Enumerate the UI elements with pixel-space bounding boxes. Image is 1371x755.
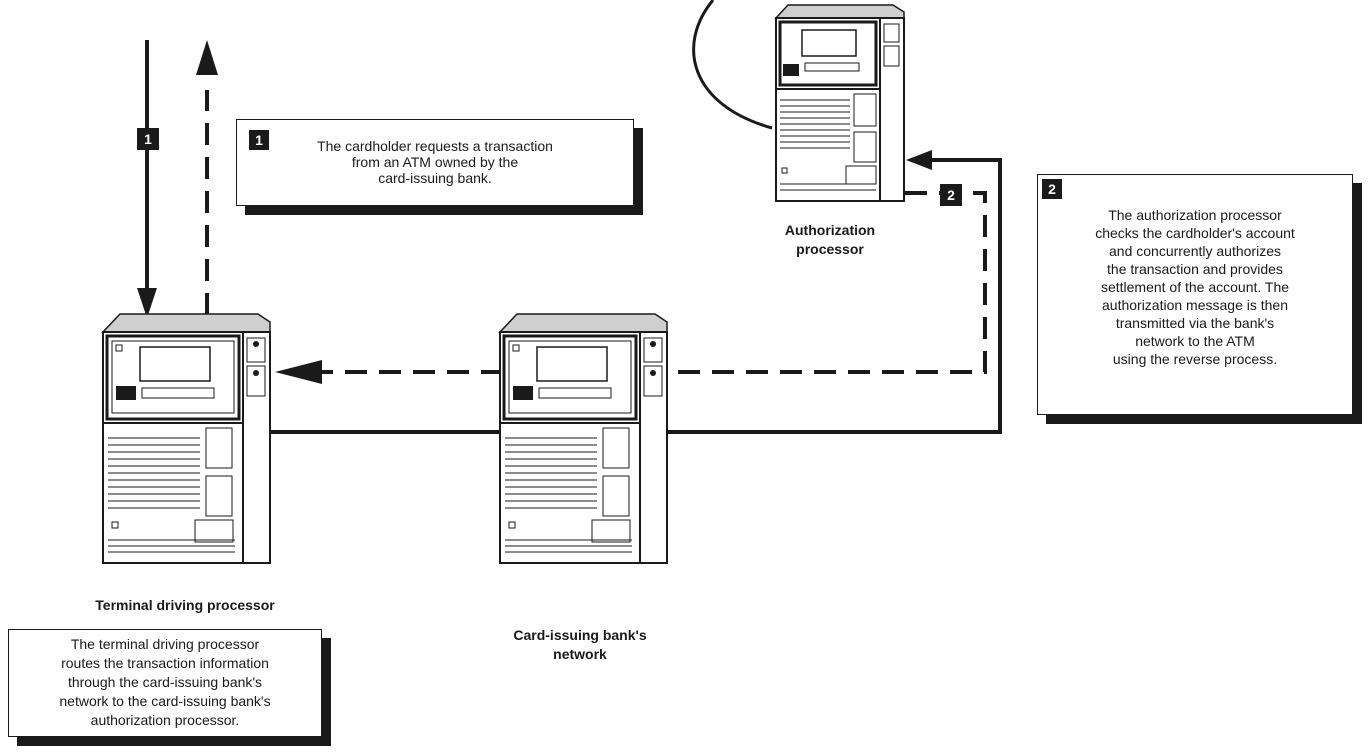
response-step-marker: 2 — [940, 184, 962, 206]
terminal-processor-note-text: The terminal driving processor routes th… — [59, 636, 271, 728]
network-authorization-link — [665, 158, 1002, 434]
terminal-driving-processor-machine — [101, 313, 271, 564]
cardholder-request-arrowhead — [137, 288, 157, 318]
authorization-label-line2: processor — [796, 241, 864, 257]
step-2-callout: 2 The authorization processor checks the… — [1037, 174, 1353, 415]
cardholder-response-arrowhead — [196, 40, 218, 75]
network-label-line2: network — [553, 646, 607, 662]
step-1-callout: 1 The cardholder requests a transaction … — [236, 119, 634, 206]
authorization-processor-label: Authorization processor — [750, 221, 910, 259]
step-1-text: The cardholder requests a transaction fr… — [317, 138, 553, 186]
authorization-loop-curve — [692, 0, 773, 130]
card-issuing-network-label: Card-issuing bank's network — [470, 626, 690, 664]
network-label-line1: Card-issuing bank's — [513, 627, 647, 643]
step-2-badge: 2 — [1042, 179, 1062, 199]
terminal-return-arrowhead — [275, 360, 322, 384]
authorization-processor-machine — [774, 4, 905, 202]
step-2-text: The authorization processor checks the c… — [1095, 207, 1295, 367]
card-issuing-network-machine — [498, 313, 668, 564]
authorization-return-path — [665, 191, 987, 374]
terminal-driving-processor-label: Terminal driving processor — [95, 597, 275, 613]
authorization-inbound-arrowhead — [906, 150, 932, 170]
step-1-badge: 1 — [249, 130, 269, 150]
authorization-label-line1: Authorization — [784, 222, 876, 238]
request-step-marker: 1 — [137, 128, 159, 150]
terminal-processor-note: The terminal driving processor routes th… — [8, 629, 322, 737]
